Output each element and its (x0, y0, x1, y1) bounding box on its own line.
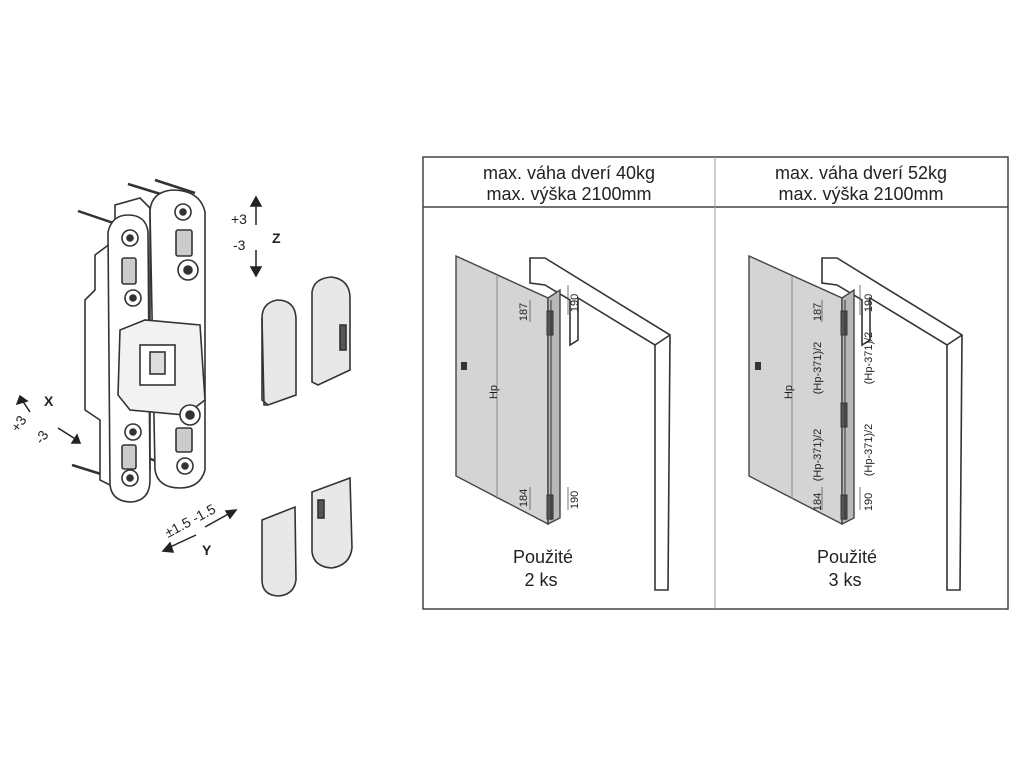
col2-dim-spacing-lower-left: (Hp-371)/2 (812, 429, 824, 482)
adjustment-slots (121, 229, 193, 470)
col2-dim-bottom-hinge: 184 (812, 493, 824, 511)
col2-used-label: Použité (817, 547, 877, 567)
x-axis-name: X (44, 393, 54, 409)
col1-dim-height: Hp (488, 385, 500, 399)
col1-dim-top-hinge: 187 (518, 303, 530, 321)
hinge-illustration (71, 178, 206, 503)
col2-header-line1: max. váha dverí 52kg (775, 163, 947, 183)
y-values-label: ±1.5 -1.5 (162, 501, 218, 541)
col2-dim-top-frame: 190 (863, 294, 875, 312)
col1-used-label: Použité (513, 547, 573, 567)
col1-dim-bottom-frame: 190 (569, 491, 581, 509)
col2-used-count: 3 ks (828, 570, 861, 590)
x-plus-label: +3 (7, 412, 29, 434)
door-leaf (748, 254, 843, 526)
col2-dim-spacing-upper-left: (Hp-371)/2 (812, 342, 824, 395)
door-leaf (455, 254, 549, 526)
z-plus-label: +3 (231, 211, 247, 227)
col2-dim-height: Hp (783, 385, 795, 399)
col1-header-line2: max. výška 2100mm (486, 184, 651, 204)
col1-used-count: 2 ks (524, 570, 557, 590)
axis-indicators (15, 195, 263, 553)
col2-dim-bottom-frame: 190 (863, 493, 875, 511)
z-minus-label: -3 (233, 237, 246, 253)
screw-holes (121, 203, 201, 487)
z-axis-name: Z (272, 230, 281, 246)
cap-top-right (311, 276, 351, 386)
col2-dim-spacing-upper-right: (Hp-371)/2 (863, 332, 875, 385)
cap-bottom-left (261, 505, 297, 597)
door-diagram-3-hinges (748, 254, 963, 591)
col2-dim-spacing-lower-right: (Hp-371)/2 (863, 424, 875, 477)
cover-caps (261, 276, 353, 597)
col1-dim-bottom-hinge: 184 (518, 489, 530, 507)
spec-table (422, 156, 1009, 610)
col1-dim-top-frame: 190 (569, 294, 581, 312)
col2-dim-top-hinge: 187 (812, 303, 824, 321)
y-axis-name: Y (202, 542, 212, 558)
col1-header-line1: max. váha dverí 40kg (483, 163, 655, 183)
cap-bottom-right (311, 476, 353, 569)
col2-header-line2: max. výška 2100mm (778, 184, 943, 204)
cap-top-left (261, 299, 297, 406)
x-minus-label: -3 (31, 427, 51, 447)
door-diagram-2-hinges (455, 254, 671, 591)
